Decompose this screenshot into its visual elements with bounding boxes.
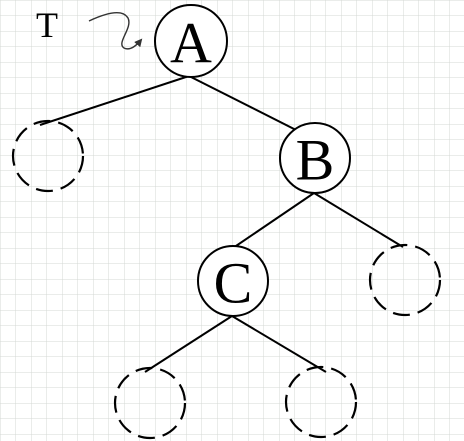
root-pointer-label: T bbox=[36, 5, 58, 45]
edge-c-right bbox=[231, 315, 327, 373]
node-c: C bbox=[197, 245, 269, 317]
node-b-label: B bbox=[296, 128, 335, 193]
edge-a-left bbox=[39, 75, 190, 126]
node-a: A bbox=[154, 4, 228, 78]
node-c-label: C bbox=[214, 251, 253, 316]
node-a-circle bbox=[154, 4, 228, 78]
empty-node-b-right bbox=[368, 243, 442, 317]
empty-node-c-right bbox=[284, 365, 358, 439]
empty-node-c-left bbox=[113, 366, 187, 440]
node-b: B bbox=[279, 122, 351, 194]
node-c-circle bbox=[197, 245, 269, 317]
edge-b-right bbox=[313, 192, 404, 248]
root-pointer-arrow bbox=[88, 12, 143, 50]
edge-a-b bbox=[188, 75, 301, 133]
empty-node-a-left bbox=[11, 119, 85, 193]
edge-b-c bbox=[232, 192, 315, 249]
node-b-circle bbox=[279, 122, 351, 194]
node-a-label: A bbox=[170, 11, 212, 76]
edge-c-left bbox=[144, 315, 233, 373]
